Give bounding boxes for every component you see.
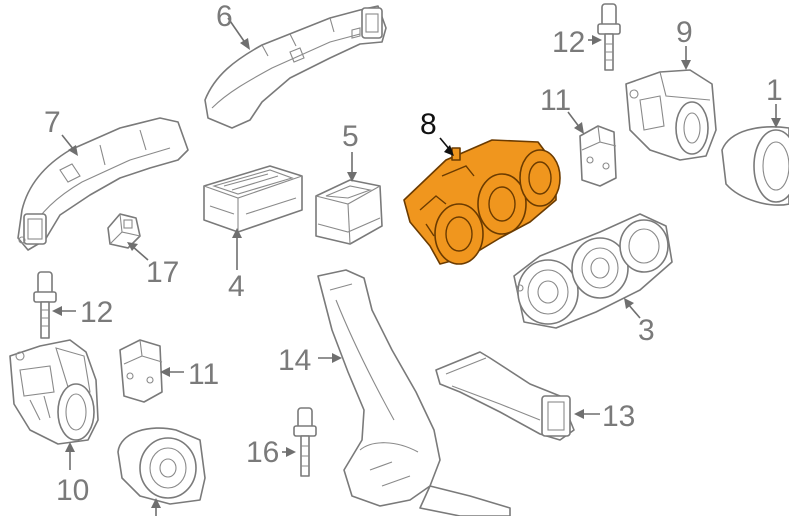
part-17-clip [107, 213, 141, 249]
callout-17: 17 [146, 256, 179, 289]
part-11-bracket-left [119, 339, 163, 403]
callout-4: 4 [228, 270, 245, 303]
callout-1: 1 [766, 74, 783, 107]
part-16-screw [293, 407, 317, 477]
callout-3: 3 [638, 314, 655, 347]
part-vent-bottom-left [117, 427, 206, 505]
part-11-bracket-right [579, 125, 617, 187]
part-12-screw-right [597, 3, 621, 71]
part-7-duct [17, 117, 189, 251]
callout-5: 5 [342, 120, 359, 153]
callout-11-left: 11 [188, 358, 219, 391]
callout-14: 14 [278, 344, 311, 377]
callout-6: 6 [216, 0, 233, 33]
callout-12-right: 12 [552, 26, 585, 59]
part-5-adapter [315, 179, 383, 245]
part-12-screw-left [33, 271, 57, 339]
part-1-vent [721, 126, 789, 206]
part-3-vents [513, 213, 673, 329]
part-4-frame [203, 165, 303, 233]
callout-8: 8 [420, 108, 437, 141]
part-13-duct [435, 351, 575, 441]
part-6-duct [204, 5, 387, 129]
callout-13: 13 [602, 400, 635, 433]
part-14-duct [317, 269, 511, 516]
callout-11-right: 11 [540, 84, 571, 117]
callout-7: 7 [44, 106, 61, 139]
callout-9: 9 [676, 16, 693, 49]
callout-12-left: 12 [80, 296, 113, 329]
callout-16: 16 [246, 436, 279, 469]
part-9-vent [625, 69, 717, 161]
callout-10: 10 [56, 474, 89, 507]
part-8-vent-housing-highlighted [403, 139, 561, 265]
part-10-vent [9, 339, 99, 445]
